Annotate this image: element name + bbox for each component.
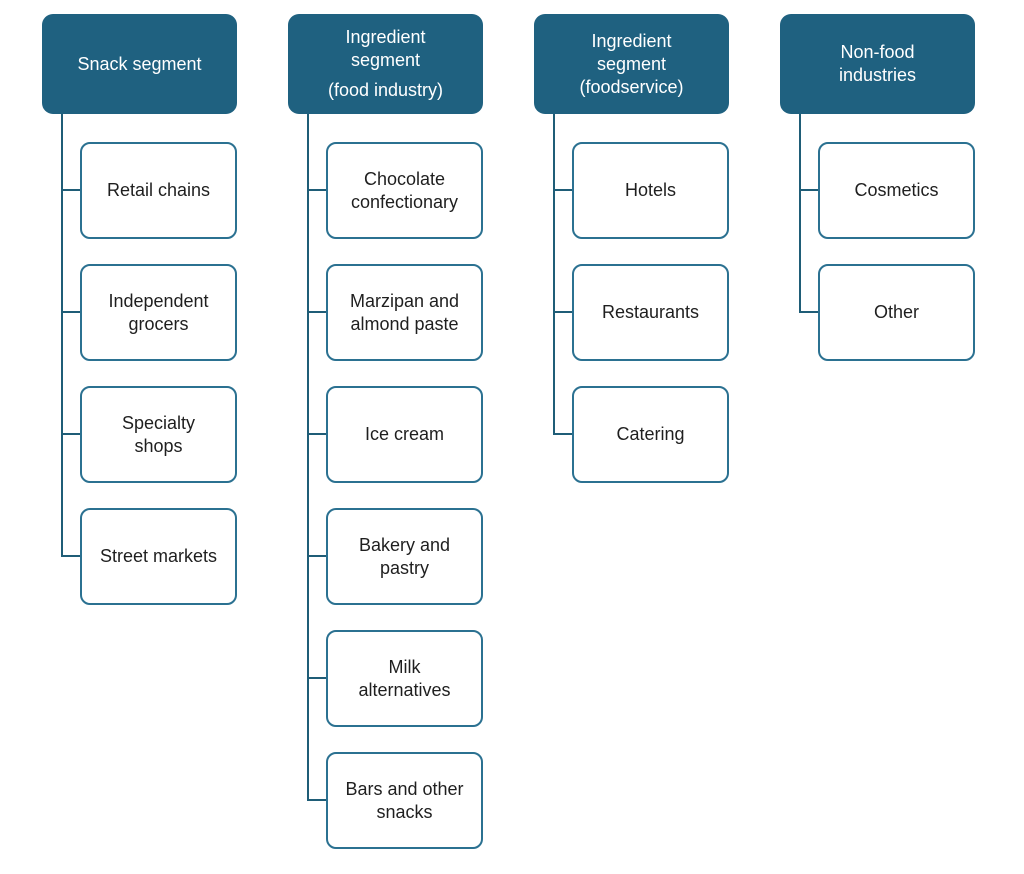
child-row: Street markets	[42, 508, 237, 605]
connector-stub-line	[307, 799, 326, 801]
header-paragraph: Ingredient segment	[345, 27, 426, 70]
child-row: Restaurants	[534, 264, 729, 361]
label-line: Bars and other	[345, 778, 464, 799]
label-line: grocers	[128, 313, 189, 334]
child-box: Catering	[572, 386, 729, 483]
child-row: Retail chains	[42, 142, 237, 239]
connector-stub-line	[61, 555, 80, 557]
segment-column-ingredient-segment-food-industry: Ingredient segment (food industry) Chocola…	[288, 14, 483, 874]
label-line: Street markets	[99, 546, 218, 566]
child-label: Retail chains	[107, 179, 210, 202]
connector-stub-line	[307, 677, 326, 679]
connector-vertical-line	[61, 114, 63, 557]
label-line: Specialty	[121, 412, 196, 433]
segment-header-ingredient-segment-food-industry: Ingredient segment (food industry)	[288, 14, 483, 114]
child-label: Street markets	[100, 545, 217, 568]
header-paragraph: Snack segment	[77, 53, 202, 74]
child-row: Hotels	[534, 142, 729, 239]
segment-header-ingredient-segment-foodservice: Ingredient segment (foodservice)	[534, 14, 729, 114]
child-box: Ice cream	[326, 386, 483, 483]
label-line: Milk	[388, 656, 421, 677]
label-line: Retail chains	[106, 180, 211, 200]
child-label: Other	[874, 301, 919, 324]
label-line: snacks	[376, 801, 433, 822]
child-row: Ice cream	[288, 386, 483, 483]
connector-stub-line	[307, 189, 326, 191]
header-paragraph: (food industry)	[327, 80, 444, 100]
label-line: Cosmetics	[854, 180, 939, 200]
segment-header-snack-segment: Snack segment	[42, 14, 237, 114]
connector-stub-line	[307, 433, 326, 435]
connector-stub-line	[553, 433, 572, 435]
child-row: Cosmetics	[780, 142, 975, 239]
connector-vertical-line	[799, 114, 801, 313]
child-row: Other	[780, 264, 975, 361]
label-line: Independent	[108, 290, 209, 311]
label-line: Marzipan and	[349, 290, 460, 311]
label-line: shops	[134, 435, 183, 456]
label-line: Ice cream	[364, 424, 445, 444]
child-box: Restaurants	[572, 264, 729, 361]
header-paragraph: Non-food industries	[838, 42, 917, 85]
label-line: Catering	[616, 424, 685, 444]
child-box: Street markets	[80, 508, 237, 605]
child-label: Hotels	[625, 179, 676, 202]
connector-stub-line	[307, 555, 326, 557]
connector-stub-line	[553, 189, 572, 191]
header-paragraph: Ingredient segment (foodservice)	[579, 30, 684, 97]
connector-vertical-line	[553, 114, 555, 435]
child-box: Cosmetics	[818, 142, 975, 239]
child-box: Other	[818, 264, 975, 361]
connector-stub-line	[61, 433, 80, 435]
label-line: alternatives	[358, 679, 451, 700]
label-line: Restaurants	[601, 302, 700, 322]
child-label: Restaurants	[602, 301, 699, 324]
connector-stub-line	[553, 311, 572, 313]
child-label: Cosmetics	[854, 179, 938, 202]
child-label: Ice cream	[365, 423, 444, 446]
label-line: pastry	[379, 557, 430, 578]
child-box: Retail chains	[80, 142, 237, 239]
connector-vertical-line	[307, 114, 309, 801]
child-row: Catering	[534, 386, 729, 483]
connector-stub-line	[61, 189, 80, 191]
label-line: Hotels	[624, 180, 677, 200]
segment-header-non-food-industries: Non-food industries	[780, 14, 975, 114]
connector-stub-line	[61, 311, 80, 313]
connector-stub-line	[799, 311, 818, 313]
label-line: Bakery and	[358, 534, 451, 555]
label-line: confectionary	[350, 191, 459, 212]
connector-stub-line	[307, 311, 326, 313]
label-line: Chocolate	[363, 168, 446, 189]
label-line: Other	[873, 302, 920, 322]
child-label: Catering	[616, 423, 684, 446]
label-line: almond paste	[350, 313, 459, 334]
child-box: Hotels	[572, 142, 729, 239]
connector-stub-line	[799, 189, 818, 191]
